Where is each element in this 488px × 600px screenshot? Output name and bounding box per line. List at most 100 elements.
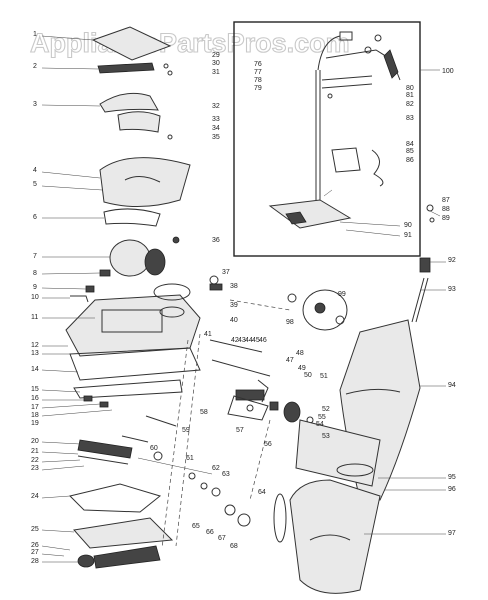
part-label-36: 36	[212, 237, 220, 244]
part-label-85: 85	[406, 148, 414, 155]
part-label-79: 79	[254, 85, 262, 92]
part-label-93: 93	[448, 286, 456, 293]
part-label-65: 65	[192, 523, 200, 530]
part-label-82: 82	[406, 101, 414, 108]
part-label-97: 97	[448, 530, 456, 537]
part-label-37: 37	[222, 269, 230, 276]
part-label-59: 59	[182, 427, 190, 434]
part-label-10: 10	[31, 294, 39, 301]
part-label-8: 8	[33, 270, 37, 277]
part-label-7: 7	[33, 253, 37, 260]
part-label-17: 17	[31, 404, 39, 411]
part-label-31: 31	[212, 69, 220, 76]
part-label-60: 60	[150, 445, 158, 452]
part-label-68: 68	[230, 543, 238, 550]
part-label-96: 96	[448, 486, 456, 493]
gasket	[42, 208, 161, 227]
cord-hook-cover	[41, 92, 173, 140]
part-label-16: 16	[31, 395, 39, 402]
part-label-5: 5	[33, 181, 37, 188]
watermark-text: AppliancePartsPros.com	[30, 28, 350, 58]
middle-hardware	[121, 275, 314, 549]
part-label-23: 23	[31, 465, 39, 472]
part-label-89: 89	[442, 215, 450, 222]
part-label-32: 32	[212, 103, 220, 110]
part-label-56: 56	[264, 441, 272, 448]
part-label-25: 25	[31, 526, 39, 533]
handle-assembly-inset	[233, 21, 421, 257]
part-label-55: 55	[318, 414, 326, 421]
part-label-2: 2	[33, 63, 37, 70]
part-label-3: 3	[33, 101, 37, 108]
part-label-62: 62	[212, 465, 220, 472]
part-label-90: 90	[404, 222, 412, 229]
part-label-53: 53	[322, 433, 330, 440]
part-label-51: 51	[320, 373, 328, 380]
part-label-9: 9	[33, 284, 37, 291]
part-number-labels: 1234567891011121314151617181920212223242…	[31, 31, 456, 565]
part-label-66: 66	[206, 529, 214, 536]
part-label-28: 28	[31, 558, 39, 565]
motor-brackets	[41, 269, 111, 303]
handle-assembly	[268, 31, 441, 237]
part-label-98: 98	[286, 319, 294, 326]
detail-circle	[229, 289, 348, 331]
part-label-47: 47	[286, 357, 294, 364]
part-label-45: 45	[252, 337, 260, 344]
part-label-35: 35	[212, 134, 220, 141]
nozzle-base	[41, 517, 174, 569]
part-label-15: 15	[31, 386, 39, 393]
part-label-40: 40	[230, 317, 238, 324]
part-label-52: 52	[322, 406, 330, 413]
part-label-94: 94	[448, 382, 456, 389]
part-label-19: 19	[31, 420, 39, 427]
part-label-63: 63	[222, 471, 230, 478]
part-label-12: 12	[31, 342, 39, 349]
part-label-61: 61	[186, 455, 194, 462]
part-label-20: 20	[31, 438, 39, 445]
part-label-22: 22	[31, 457, 39, 464]
part-label-91: 91	[404, 232, 412, 239]
motor	[42, 236, 180, 277]
part-label-84: 84	[406, 141, 414, 148]
base-housing	[41, 294, 201, 381]
part-label-81: 81	[406, 92, 414, 99]
part-label-58: 58	[200, 409, 208, 416]
base-plate	[41, 379, 183, 417]
part-label-33: 33	[212, 116, 220, 123]
part-label-42: 42	[231, 337, 239, 344]
part-label-41: 41	[204, 331, 212, 338]
part-label-49: 49	[298, 365, 306, 372]
part-label-11: 11	[31, 314, 38, 321]
part-label-77: 77	[254, 69, 262, 76]
part-label-87: 87	[442, 197, 450, 204]
handle-and-bag	[289, 257, 446, 594]
part-label-14: 14	[31, 366, 39, 373]
part-label-4: 4	[33, 167, 37, 174]
part-label-18: 18	[31, 412, 39, 419]
part-label-38: 38	[230, 283, 238, 290]
part-label-80: 80	[406, 85, 414, 92]
part-label-24: 24	[31, 493, 39, 500]
vent-grille	[41, 62, 173, 76]
part-label-43: 43	[238, 337, 246, 344]
part-label-57: 57	[236, 427, 244, 434]
part-label-100: 100	[442, 68, 454, 75]
part-label-34: 34	[212, 125, 220, 132]
part-label-92: 92	[448, 257, 456, 264]
part-label-83: 83	[406, 115, 414, 122]
part-label-64: 64	[258, 489, 266, 496]
part-label-67: 67	[218, 535, 226, 542]
part-label-50: 50	[304, 372, 312, 379]
part-label-30: 30	[212, 60, 220, 67]
part-label-95: 95	[448, 474, 456, 481]
part-label-48: 48	[296, 350, 304, 357]
part-label-13: 13	[31, 350, 39, 357]
part-label-39: 39	[230, 302, 238, 309]
part-label-76: 76	[254, 61, 262, 68]
motor-hood	[41, 157, 191, 208]
part-label-27: 27	[31, 549, 39, 556]
part-label-54: 54	[316, 421, 324, 428]
